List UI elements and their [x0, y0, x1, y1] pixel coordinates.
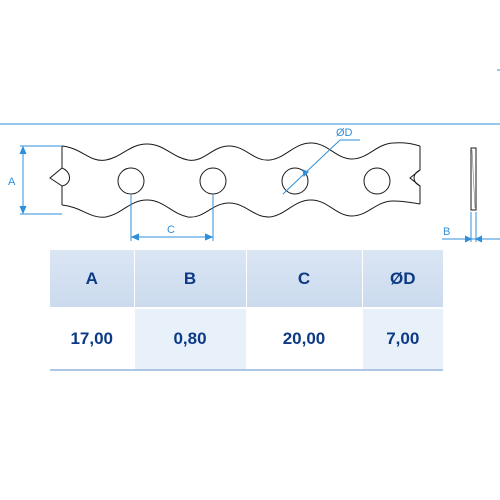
- strap-top-edge: [61, 142, 421, 161]
- strap-hole: [117, 167, 145, 195]
- strap-side-profile: [470, 147, 477, 211]
- strap-bottom-edge: [61, 199, 421, 218]
- dim-b-arrow-left: [464, 235, 473, 243]
- perforated-strap: [49, 142, 421, 218]
- dim-c-arrow-right: [204, 233, 214, 241]
- table-row: 17,00 0,80 20,00 7,00: [50, 308, 443, 371]
- dimension-d: [282, 139, 360, 195]
- strap-hole: [199, 167, 227, 195]
- dim-c-label: C: [167, 224, 175, 236]
- strap-right-break: [409, 146, 421, 204]
- dimension-c: [130, 195, 214, 241]
- dim-c-arrow-left: [130, 233, 140, 241]
- header-c: C: [245, 250, 362, 309]
- dimension-a: [19, 145, 62, 215]
- profile-hatch: [471, 149, 476, 209]
- strap-right-break-arc: [413, 169, 421, 187]
- dim-a-arrow-top: [19, 145, 27, 155]
- strap-hole: [281, 167, 309, 195]
- header-a: A: [50, 250, 134, 309]
- strap-left-break: [49, 146, 63, 205]
- header-b: B: [133, 250, 246, 309]
- dim-b-arrow-right: [474, 235, 483, 243]
- dim-d-leader: [282, 139, 341, 195]
- dimension-table: A B C ØD 17,00 0,80 20,00 7,00: [50, 250, 443, 371]
- value-b: 0,80: [133, 308, 246, 371]
- dim-d-arrow: [302, 169, 309, 178]
- value-c: 20,00: [245, 308, 362, 371]
- value-a: 17,00: [50, 308, 134, 371]
- dim-d-label: ØD: [336, 127, 353, 139]
- strap-left-break-arc: [61, 167, 70, 187]
- dim-a-arrow-bottom: [19, 205, 27, 215]
- header-d: ØD: [361, 250, 443, 309]
- dimension-b: [442, 212, 500, 243]
- strap-technical-drawing: A C ØD B: [0, 69, 500, 243]
- dim-a-label: A: [8, 176, 16, 188]
- value-d: 7,00: [361, 308, 443, 371]
- strap-hole: [363, 167, 391, 195]
- table-header-row: A B C ØD: [50, 250, 443, 309]
- dim-b-label: B: [443, 226, 450, 238]
